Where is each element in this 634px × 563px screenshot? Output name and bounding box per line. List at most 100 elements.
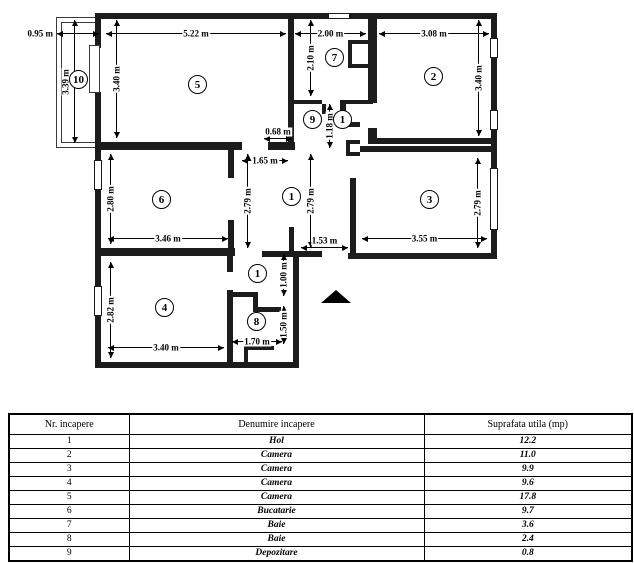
cell-suprafata: 9.6: [423, 476, 633, 491]
wall: [268, 142, 295, 150]
wall: [227, 256, 233, 272]
col-header-denumire: Denumire incapere: [128, 413, 425, 435]
dim-2-79-a: 2.79 m: [243, 154, 253, 248]
wall: [350, 178, 356, 254]
dim-3-46: 3.46 m: [108, 234, 228, 244]
room-circle-3: 3: [420, 190, 439, 209]
dim-text: 1.65 m: [251, 155, 279, 166]
cell-suprafata: 2.4: [423, 532, 633, 547]
dim-3-55: 3.55 m: [362, 234, 487, 244]
dim-text: 1.53 m: [310, 235, 339, 246]
wall: [227, 290, 233, 362]
cell-denumire: Camera: [128, 448, 425, 463]
dim-2-00: 2.00 m: [295, 29, 366, 39]
dim-5-22: 5.22 m: [106, 29, 286, 39]
wall: [368, 128, 377, 142]
wall: [368, 13, 377, 103]
wall: [262, 251, 322, 257]
areas-table: Nr. incapere Denumire incapere Suprafata…: [8, 413, 633, 562]
wall: [348, 40, 352, 68]
wall: [346, 140, 350, 156]
wall: [228, 150, 234, 178]
dim-2-80: 2.80 m: [106, 154, 116, 244]
window: [328, 13, 350, 19]
cell-denumire: Depozitare: [128, 546, 425, 562]
col-header-nr: Nr. incapere: [8, 413, 130, 435]
wall: [253, 292, 258, 312]
dim-text: 2.79 m: [472, 189, 483, 217]
cell-nr: 1: [8, 434, 130, 449]
dim-3-40-r4: 3.40 m: [108, 343, 224, 353]
table-header-row: Nr. incapere Denumire incapere Suprafata…: [8, 413, 633, 435]
wall: [95, 13, 101, 368]
floor-plan: 0.95 m 3.39 m 5.22 m 3.40 m 2.00 m 2.10 …: [26, 13, 498, 368]
cell-denumire: Baie: [128, 532, 425, 547]
col-header-suprafata: Suprafata utila (mp): [423, 413, 633, 435]
wall: [95, 13, 497, 19]
cell-suprafata: 9.7: [423, 504, 633, 519]
wall: [95, 362, 299, 368]
dim-text: 2.10 m: [305, 44, 316, 72]
wall: [288, 13, 294, 150]
dim-text: 2.79 m: [305, 187, 316, 215]
window: [94, 160, 102, 190]
wall: [348, 64, 370, 68]
room-circle-8: 8: [247, 312, 266, 331]
north-arrow-icon: [321, 290, 351, 303]
dim-2-10: 2.10 m: [306, 20, 316, 96]
cell-nr: 3: [8, 462, 130, 477]
cell-nr: 4: [8, 476, 130, 491]
cell-denumire: Baie: [128, 518, 425, 533]
dim-2-79-r3: 2.79 m: [473, 158, 483, 248]
dim-1-50: 1.50 m: [279, 306, 289, 344]
cell-denumire: Bucatarie: [128, 504, 425, 519]
dim-text: 3.46 m: [154, 233, 182, 244]
dim-3-40-r5: 3.40 m: [112, 20, 122, 138]
wall: [95, 142, 242, 150]
cell-suprafata: 3.6: [423, 518, 633, 533]
wall: [348, 40, 370, 44]
cell-nr: 7: [8, 518, 130, 533]
wall: [322, 104, 326, 114]
dim-text: 1.70 m: [243, 336, 271, 347]
wall: [244, 346, 248, 362]
wall: [95, 248, 235, 256]
cell-nr: 8: [8, 532, 130, 547]
wall: [244, 346, 274, 350]
dim-text: 3.40 m: [152, 342, 180, 353]
cell-denumire: Hol: [128, 434, 425, 449]
balcony-door-leaf: [89, 45, 100, 93]
wall: [348, 253, 497, 259]
dim-text: 3.40 m: [473, 64, 484, 92]
dim-1-18: 1.18 m: [325, 104, 335, 148]
dim-text: 2.79 m: [242, 187, 253, 215]
dim-text: 2.82 m: [105, 296, 116, 324]
wall: [233, 292, 258, 297]
dim-0-95: 0.95 m: [26, 29, 99, 39]
room-circle-10: 10: [69, 70, 88, 89]
window: [490, 110, 498, 130]
dim-text: 3.55 m: [410, 233, 439, 244]
room-circle-4: 4: [155, 298, 174, 317]
dim-text: 3.40 m: [111, 65, 122, 93]
dim-2-82: 2.82 m: [106, 262, 116, 358]
cell-suprafata: 12.2: [423, 434, 633, 449]
cell-nr: 9: [8, 546, 130, 562]
wall: [368, 138, 497, 144]
cell-suprafata: 17.8: [423, 490, 633, 505]
dim-text: 5.22 m: [182, 28, 210, 39]
dim-text: 2.80 m: [105, 185, 116, 213]
cell-nr: 5: [8, 490, 130, 505]
room-circle-7: 7: [325, 48, 344, 67]
cell-nr: 6: [8, 504, 130, 519]
wall: [288, 100, 322, 104]
dim-text: 3.08 m: [420, 28, 448, 39]
window: [94, 286, 102, 316]
